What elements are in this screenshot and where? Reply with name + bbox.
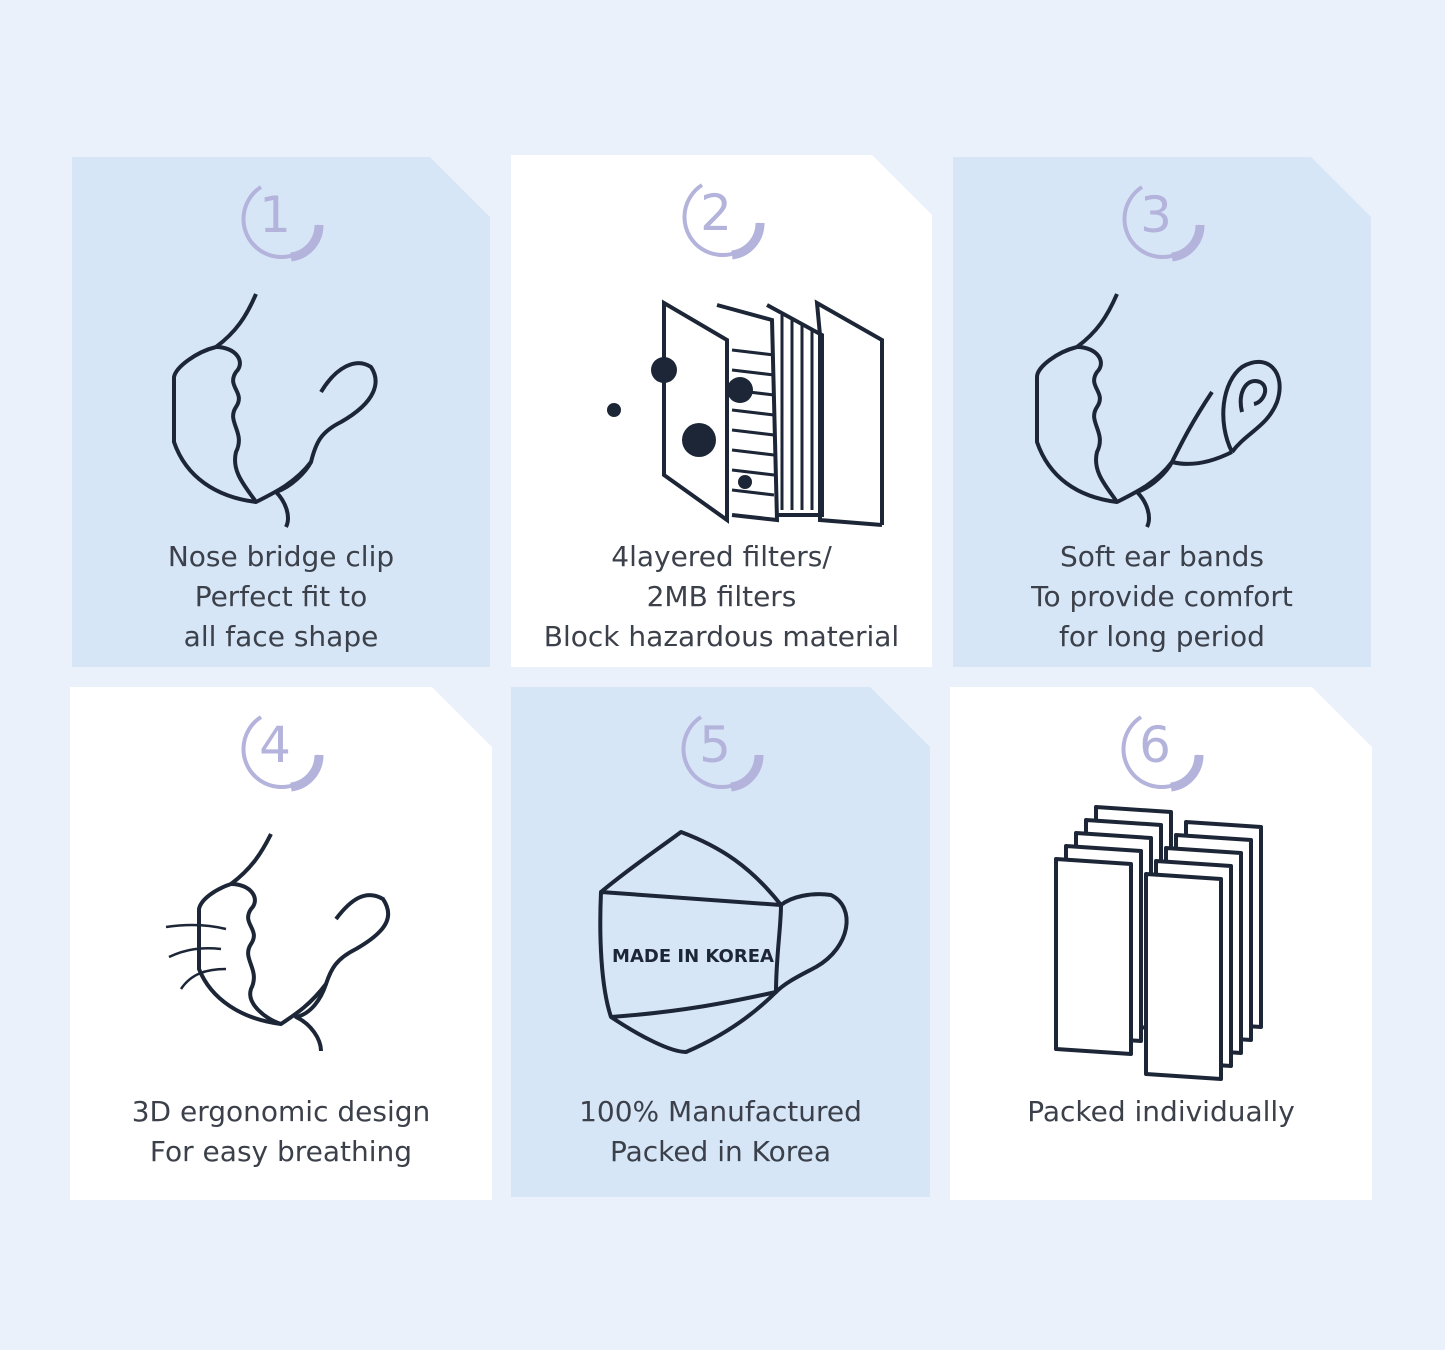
- number-badge: 2: [672, 163, 772, 263]
- svg-text:5: 5: [699, 716, 731, 774]
- svg-text:6: 6: [1139, 716, 1171, 774]
- ear-band-icon: [1032, 292, 1292, 532]
- number-badge: 1: [231, 165, 331, 265]
- made-in-korea-mask-icon: MADE IN KOREA: [581, 827, 861, 1067]
- svg-text:3: 3: [1140, 186, 1172, 244]
- svg-text:4: 4: [259, 716, 291, 774]
- number-badge: 6: [1111, 695, 1211, 795]
- svg-text:2: 2: [700, 184, 732, 242]
- individual-packs-icon: [1041, 802, 1281, 1087]
- svg-text:1: 1: [259, 186, 291, 244]
- number-badge: 5: [671, 695, 771, 795]
- mask-face-icon: [166, 292, 396, 532]
- feature-description: Packed individually: [1027, 1095, 1295, 1128]
- number-badge: 4: [231, 695, 331, 795]
- filter-layers-icon: [552, 295, 892, 530]
- breathing-mask-icon: [161, 829, 401, 1059]
- feature-card-packed: 6 Packed individually: [950, 687, 1372, 1200]
- svg-text:MADE IN KOREA: MADE IN KOREA: [612, 946, 774, 967]
- number-badge: 3: [1112, 165, 1212, 265]
